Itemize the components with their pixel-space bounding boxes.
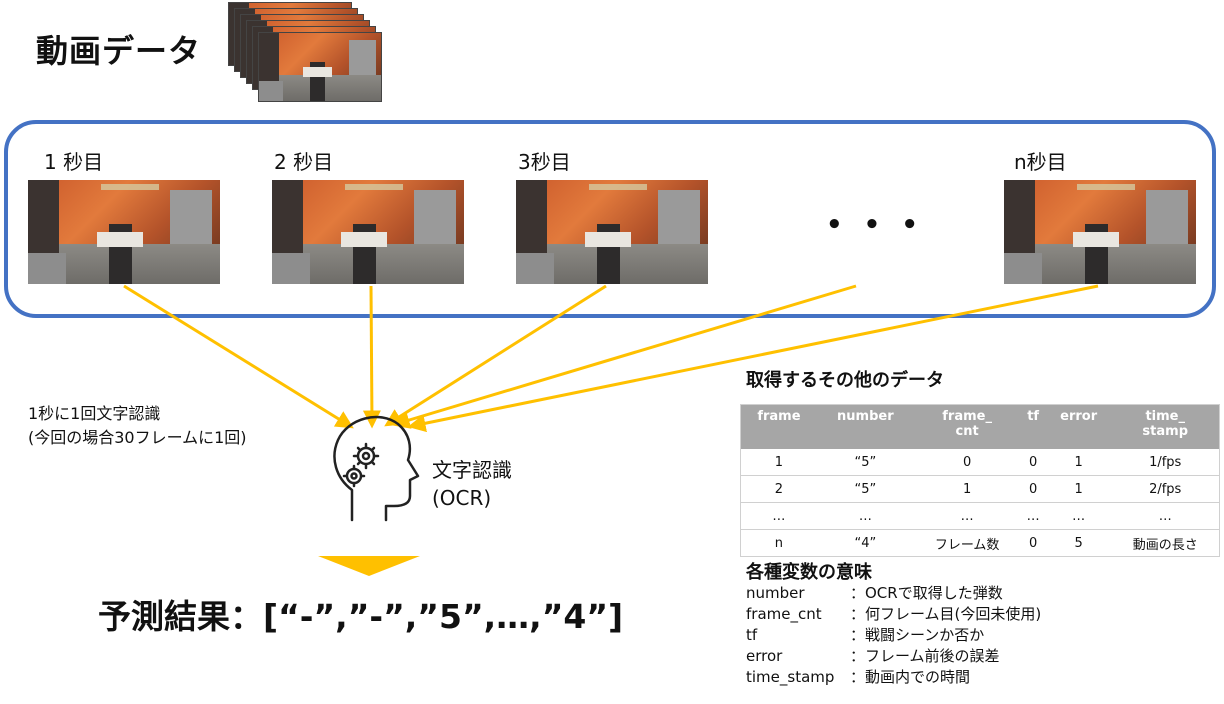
variable-desc: ：OCRで取得した弾数 xyxy=(850,584,1003,602)
table-row: 2 “5” 1 0 1 2/fps xyxy=(740,475,1220,503)
table-cell: 0 xyxy=(1020,529,1046,557)
column-header: number xyxy=(816,404,914,449)
arrow-ellipsis xyxy=(391,284,857,429)
variable-item: number ：OCRで取得した弾数 xyxy=(746,583,1041,604)
table-header-row: frame number frame_cnt tf error time_sta… xyxy=(740,404,1220,449)
table-cell: 1/fps xyxy=(1111,449,1220,476)
frame-label-n: n秒目 xyxy=(1014,150,1067,174)
table-cell: 1 xyxy=(1045,475,1112,503)
table-cell: … xyxy=(1111,502,1220,530)
variable-desc: ：動画内での時間 xyxy=(850,668,971,686)
arrow-frame-2 xyxy=(362,285,381,429)
column-header: tf xyxy=(1020,404,1046,449)
ocr-note-line1: 1秒に1回文字認識 xyxy=(28,404,161,423)
frame-label-3: 3秒目 xyxy=(518,150,571,174)
variable-key: tf xyxy=(746,626,758,644)
arrow-frame-3 xyxy=(384,284,607,427)
ocr-note-line2: (今回の場合30フレームに1回) xyxy=(28,428,247,447)
table-cell: … xyxy=(1020,502,1046,530)
variable-key: error xyxy=(746,647,783,665)
arrow-frame-n xyxy=(407,284,1099,433)
frame-thumbnail-n xyxy=(1004,180,1196,284)
ellipsis: • • • xyxy=(826,210,924,240)
table-cell: 0 xyxy=(1020,475,1046,503)
variables-legend: number ：OCRで取得した弾数 frame_cnt ：何フレーム目(今回未使用… xyxy=(746,583,1041,688)
prediction-result: 予測結果：[“-”,”-”,”5”,…,”4”] xyxy=(98,597,624,636)
table-cell: 1 xyxy=(1045,449,1112,476)
variable-desc: ：何フレーム目(今回未使用) xyxy=(850,605,1042,623)
table-cell: 5 xyxy=(1045,529,1112,557)
table-row: 1 “5” 0 0 1 1/fps xyxy=(740,449,1220,476)
variable-item: frame_cnt ：何フレーム目(今回未使用) xyxy=(746,604,1041,625)
ocr-label-line2: (OCR) xyxy=(432,486,492,510)
variable-key: time_stamp xyxy=(746,668,835,686)
table-cell: … xyxy=(740,502,817,530)
variable-key: number xyxy=(746,584,805,602)
variable-desc: ：フレーム前後の誤差 xyxy=(850,647,1000,665)
variable-key: frame_cnt xyxy=(746,605,822,623)
ocr-label-line1: 文字認識 xyxy=(432,458,512,482)
video-data-title: 動画データ xyxy=(36,32,202,70)
table-cell: … xyxy=(1045,502,1112,530)
down-triangle-icon xyxy=(318,556,420,576)
column-header: error xyxy=(1045,404,1112,449)
table-cell: 0 xyxy=(913,449,1021,476)
table-cell: 0 xyxy=(1020,449,1046,476)
table-cell: 動画の長さ xyxy=(1111,529,1220,557)
other-data-title: 取得するその他のデータ xyxy=(746,370,944,391)
table-cell: 2 xyxy=(740,475,817,503)
table-cell: フレーム数 xyxy=(913,529,1021,557)
table-cell: … xyxy=(913,502,1021,530)
other-data-table: frame number frame_cnt tf error time_sta… xyxy=(740,404,1220,557)
frame-label-2: 2 秒目 xyxy=(274,150,334,174)
column-header: time_stamp xyxy=(1111,404,1220,449)
ocr-label: 文字認識 (OCR) xyxy=(432,456,512,512)
table-cell: 1 xyxy=(913,475,1021,503)
arrow-frame-1 xyxy=(123,284,354,429)
variable-item: tf ：戦闘シーンか否か xyxy=(746,625,1041,646)
stack-frame-front xyxy=(258,32,382,102)
table-cell: 2/fps xyxy=(1111,475,1220,503)
column-header: frame_cnt xyxy=(913,404,1021,449)
table-row: n “4” フレーム数 0 5 動画の長さ xyxy=(740,529,1220,557)
ocr-frequency-note: 1秒に1回文字認識 (今回の場合30フレームに1回) xyxy=(28,402,247,450)
frame-thumbnail-2 xyxy=(272,180,464,284)
variables-title: 各種変数の意味 xyxy=(746,562,872,583)
variable-item: time_stamp ：動画内での時間 xyxy=(746,667,1041,688)
variable-desc: ：戦闘シーンか否か xyxy=(850,626,985,644)
head-with-gears-icon xyxy=(333,415,420,522)
frame-thumbnail-1 xyxy=(28,180,220,284)
table-cell: “4” xyxy=(816,529,914,557)
table-cell: n xyxy=(740,529,817,557)
table-cell: “5” xyxy=(816,475,914,503)
frame-thumbnail-3 xyxy=(516,180,708,284)
video-stack xyxy=(228,2,388,102)
table-row: … … … … … … xyxy=(740,502,1220,530)
table-cell: … xyxy=(816,502,914,530)
frames-panel xyxy=(4,120,1216,318)
table-cell: 1 xyxy=(740,449,817,476)
variable-item: error ：フレーム前後の誤差 xyxy=(746,646,1041,667)
table-cell: “5” xyxy=(816,449,914,476)
column-header: frame xyxy=(740,404,817,449)
frame-label-1: 1 秒目 xyxy=(44,150,104,174)
